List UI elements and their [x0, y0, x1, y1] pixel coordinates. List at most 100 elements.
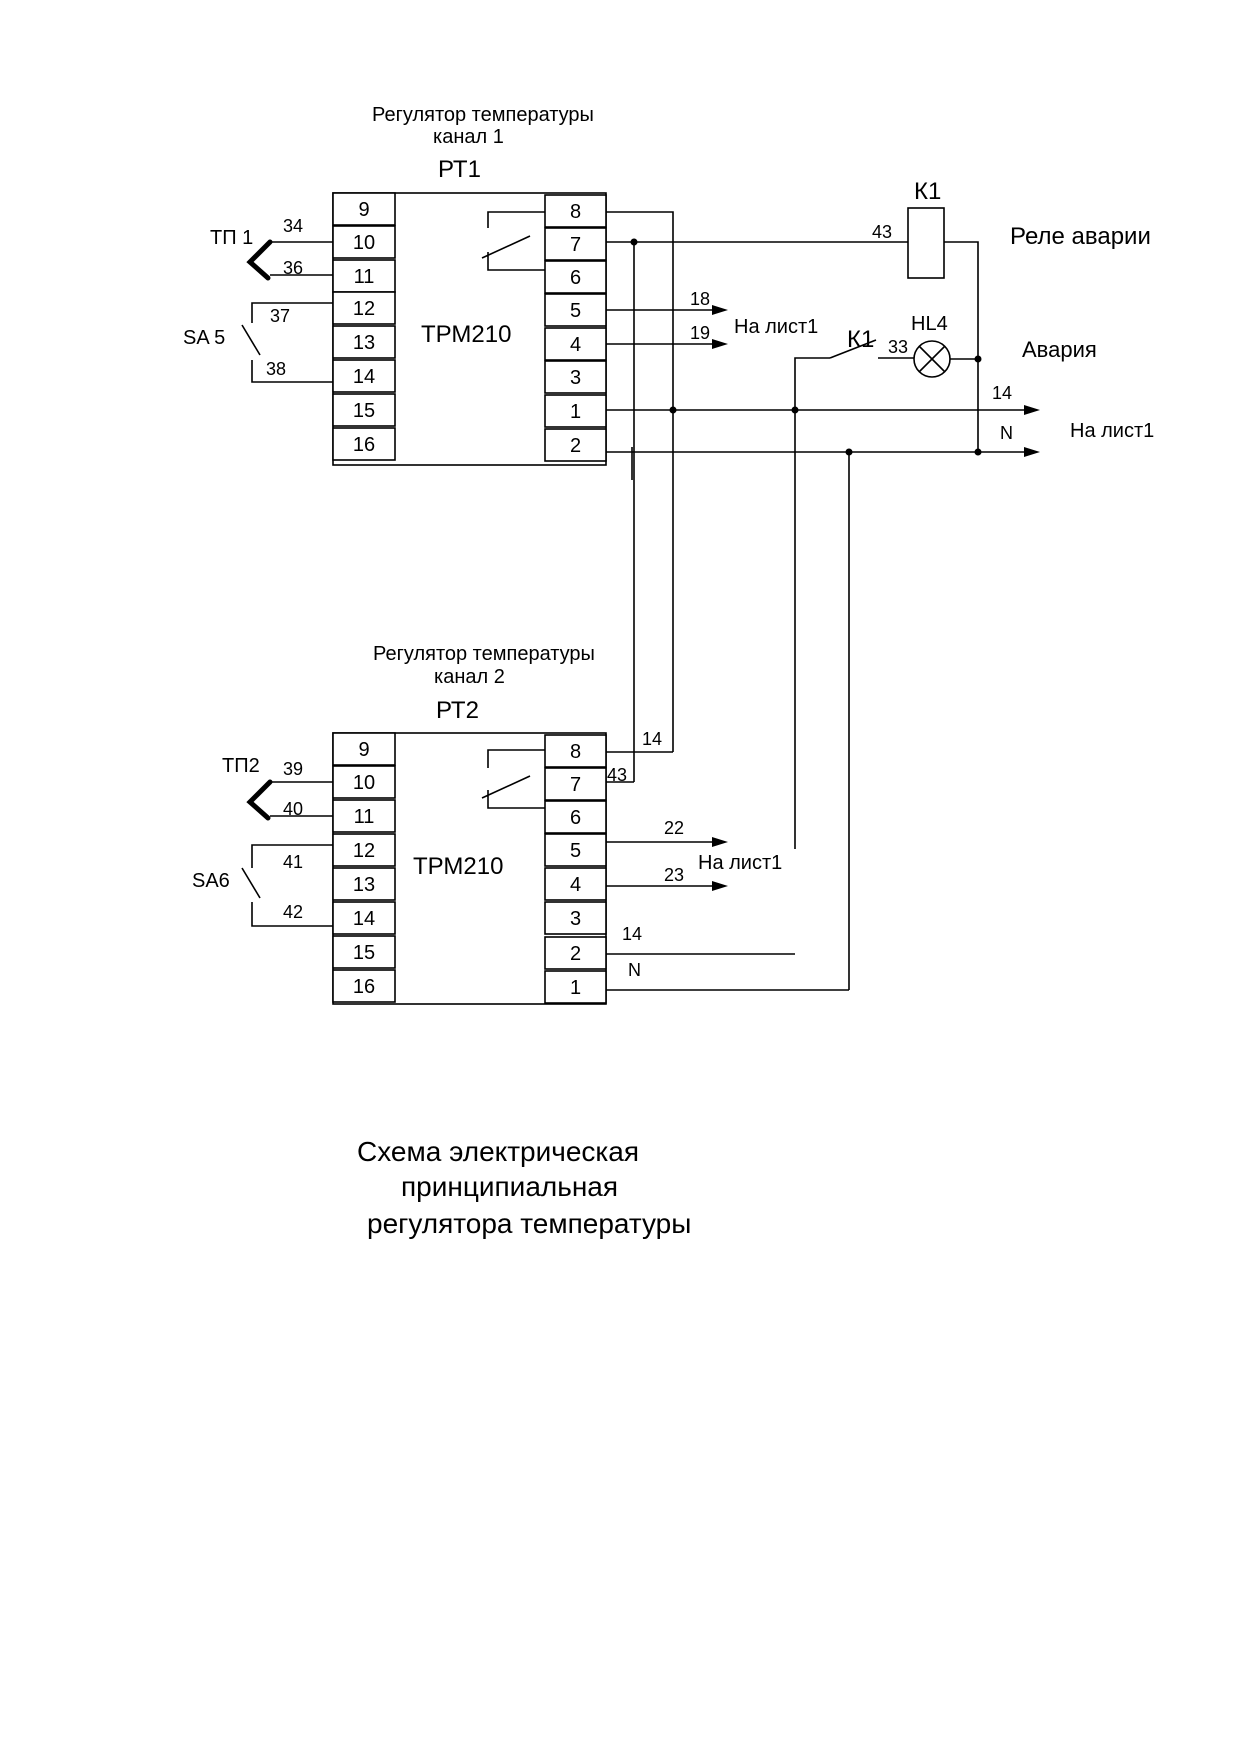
rt1-output-target: На лист1 — [734, 316, 818, 338]
rt1-right-terminal — [544, 327, 607, 361]
rt2-switch-contact — [241, 867, 261, 899]
junction-dot — [669, 406, 677, 414]
rt2-output-arrow-a — [712, 837, 728, 847]
rt2-designation: РТ2 — [436, 697, 479, 724]
rt1-left-terminal-label: 16 — [353, 434, 375, 456]
rt2-wire-43-label: 43 — [607, 765, 627, 785]
rt1-output-arrow-a — [712, 305, 728, 315]
rt1-right-terminal — [544, 194, 607, 228]
rt2-right-terminal-label: 5 — [570, 840, 581, 862]
rt1-switch-wire-a — [251, 302, 333, 323]
junction-dot — [630, 238, 638, 246]
rt1-right-terminal — [544, 394, 607, 428]
rt2-right-terminal-label: 8 — [570, 741, 581, 763]
rt2-heading-line2: канал 2 — [434, 666, 505, 688]
rt2-output-wire-label-a: 22 — [664, 818, 684, 838]
rt1-output-wire-label-b: 19 — [690, 323, 710, 343]
rt2-supply-14-label: 14 — [622, 924, 642, 944]
rt1-left-terminal — [332, 393, 396, 427]
rt1-output-arrow-b — [712, 339, 728, 349]
rt1-left-terminal-label: 11 — [354, 266, 375, 288]
rt1-left-terminal — [332, 225, 396, 259]
rt1-right-terminal-label: 8 — [570, 201, 581, 223]
rt1-right-terminal — [544, 360, 607, 394]
rt2-switch-wire-label-a: 41 — [283, 852, 303, 872]
rt1-left-terminal — [332, 291, 396, 325]
rt2-left-terminal-label: 9 — [358, 739, 369, 761]
rt2-left-terminal — [332, 969, 396, 1003]
rt2-right-terminal-label: 2 — [570, 943, 581, 965]
rt1-right-terminal-label: 3 — [570, 367, 581, 389]
rt1-heading-line1: Регулятор температуры — [372, 104, 594, 126]
bus-14-label: 14 — [992, 383, 1012, 403]
lamp-wire-label: 33 — [888, 337, 908, 357]
rt1-heading-line2: канал 1 — [433, 126, 504, 148]
rt2-wire-14-label: 14 — [642, 729, 662, 749]
junction-dot — [974, 448, 982, 456]
rt1-right-terminal-label: 4 — [570, 334, 581, 356]
relay-k1-label: К1 — [914, 178, 941, 205]
rt1-right-terminal — [544, 260, 607, 294]
contact-k1-feed-wire — [794, 357, 830, 849]
rt1-model: ТРМ210 — [421, 321, 511, 348]
rt1-left-terminal-label: 10 — [353, 232, 375, 254]
rt1-right-terminal-label: 6 — [570, 267, 581, 289]
rt2-sensor-wire-label-a: 39 — [283, 759, 303, 779]
bus-n-label: N — [1000, 423, 1013, 443]
rt2-right-terminal-label: 3 — [570, 908, 581, 930]
caption-line1: Схема электрическая — [357, 1136, 640, 1167]
rt2-thermocouple-symbol — [246, 779, 273, 821]
rt2-right-terminal — [544, 901, 607, 935]
relay-k1-coil — [907, 207, 945, 279]
rt1-switch-wire-b — [251, 360, 333, 383]
rt1-output-wire-label-a: 18 — [690, 289, 710, 309]
rt1-right-terminal — [544, 428, 607, 462]
bus-14-arrow — [1024, 405, 1040, 415]
rt2-switch-wire-b — [251, 902, 333, 927]
junction-dot — [791, 406, 799, 414]
rt2-right-terminal — [544, 970, 607, 1004]
wire-14-vertical — [606, 211, 674, 752]
junction-dot — [974, 355, 982, 363]
rt1-left-terminal — [332, 359, 396, 393]
rt2-left-terminal — [332, 833, 396, 867]
caption-line2: принципиальная — [401, 1171, 619, 1202]
rt2-left-terminal-label: 10 — [353, 772, 375, 794]
rt1-switch-wire-label-a: 37 — [270, 306, 290, 326]
caption-line3: регулятора температуры — [367, 1208, 692, 1239]
rt1-right-terminal — [544, 293, 607, 327]
relay-k1-return-wire — [944, 241, 979, 453]
rt2-supply-n-label: N — [628, 960, 641, 980]
rt2-output-wire-label-b: 23 — [664, 865, 684, 885]
rt2-left-terminal — [332, 867, 396, 901]
rt2-output-target: На лист1 — [698, 852, 782, 874]
rt1-switch-contact — [241, 324, 261, 356]
bus-target: На лист1 — [1070, 420, 1154, 442]
rt2-sensor-label: ТП2 — [222, 755, 260, 777]
contact-k1-label: К1 — [847, 326, 874, 353]
rt2-left-terminal-label: 12 — [353, 840, 375, 862]
rt2-right-terminal — [544, 867, 607, 901]
contact-k1-switch — [829, 339, 877, 359]
rt1-left-terminal — [332, 325, 396, 359]
rt2-left-terminal — [332, 732, 396, 766]
rt2-relay-contact-symbol — [481, 749, 545, 809]
rt1-switch-wire-label-b: 38 — [266, 359, 286, 379]
rt1-sensor-label: ТП 1 — [210, 227, 253, 249]
rt2-right-terminal-label: 7 — [570, 774, 581, 796]
relay-k1-wire-label: 43 — [872, 222, 892, 242]
rt2-left-terminal — [332, 935, 396, 969]
rt1-right-terminal-label: 7 — [570, 234, 581, 256]
rt1-switch-label: SA 5 — [183, 327, 225, 349]
rt2-right-terminal — [544, 767, 607, 801]
rt2-left-terminal-label: 15 — [353, 942, 375, 964]
lamp-hl4-label: HL4 — [911, 313, 948, 335]
rt2-sensor-wire-label-b: 40 — [283, 799, 303, 819]
rt1-relay-contact-symbol — [481, 211, 545, 271]
